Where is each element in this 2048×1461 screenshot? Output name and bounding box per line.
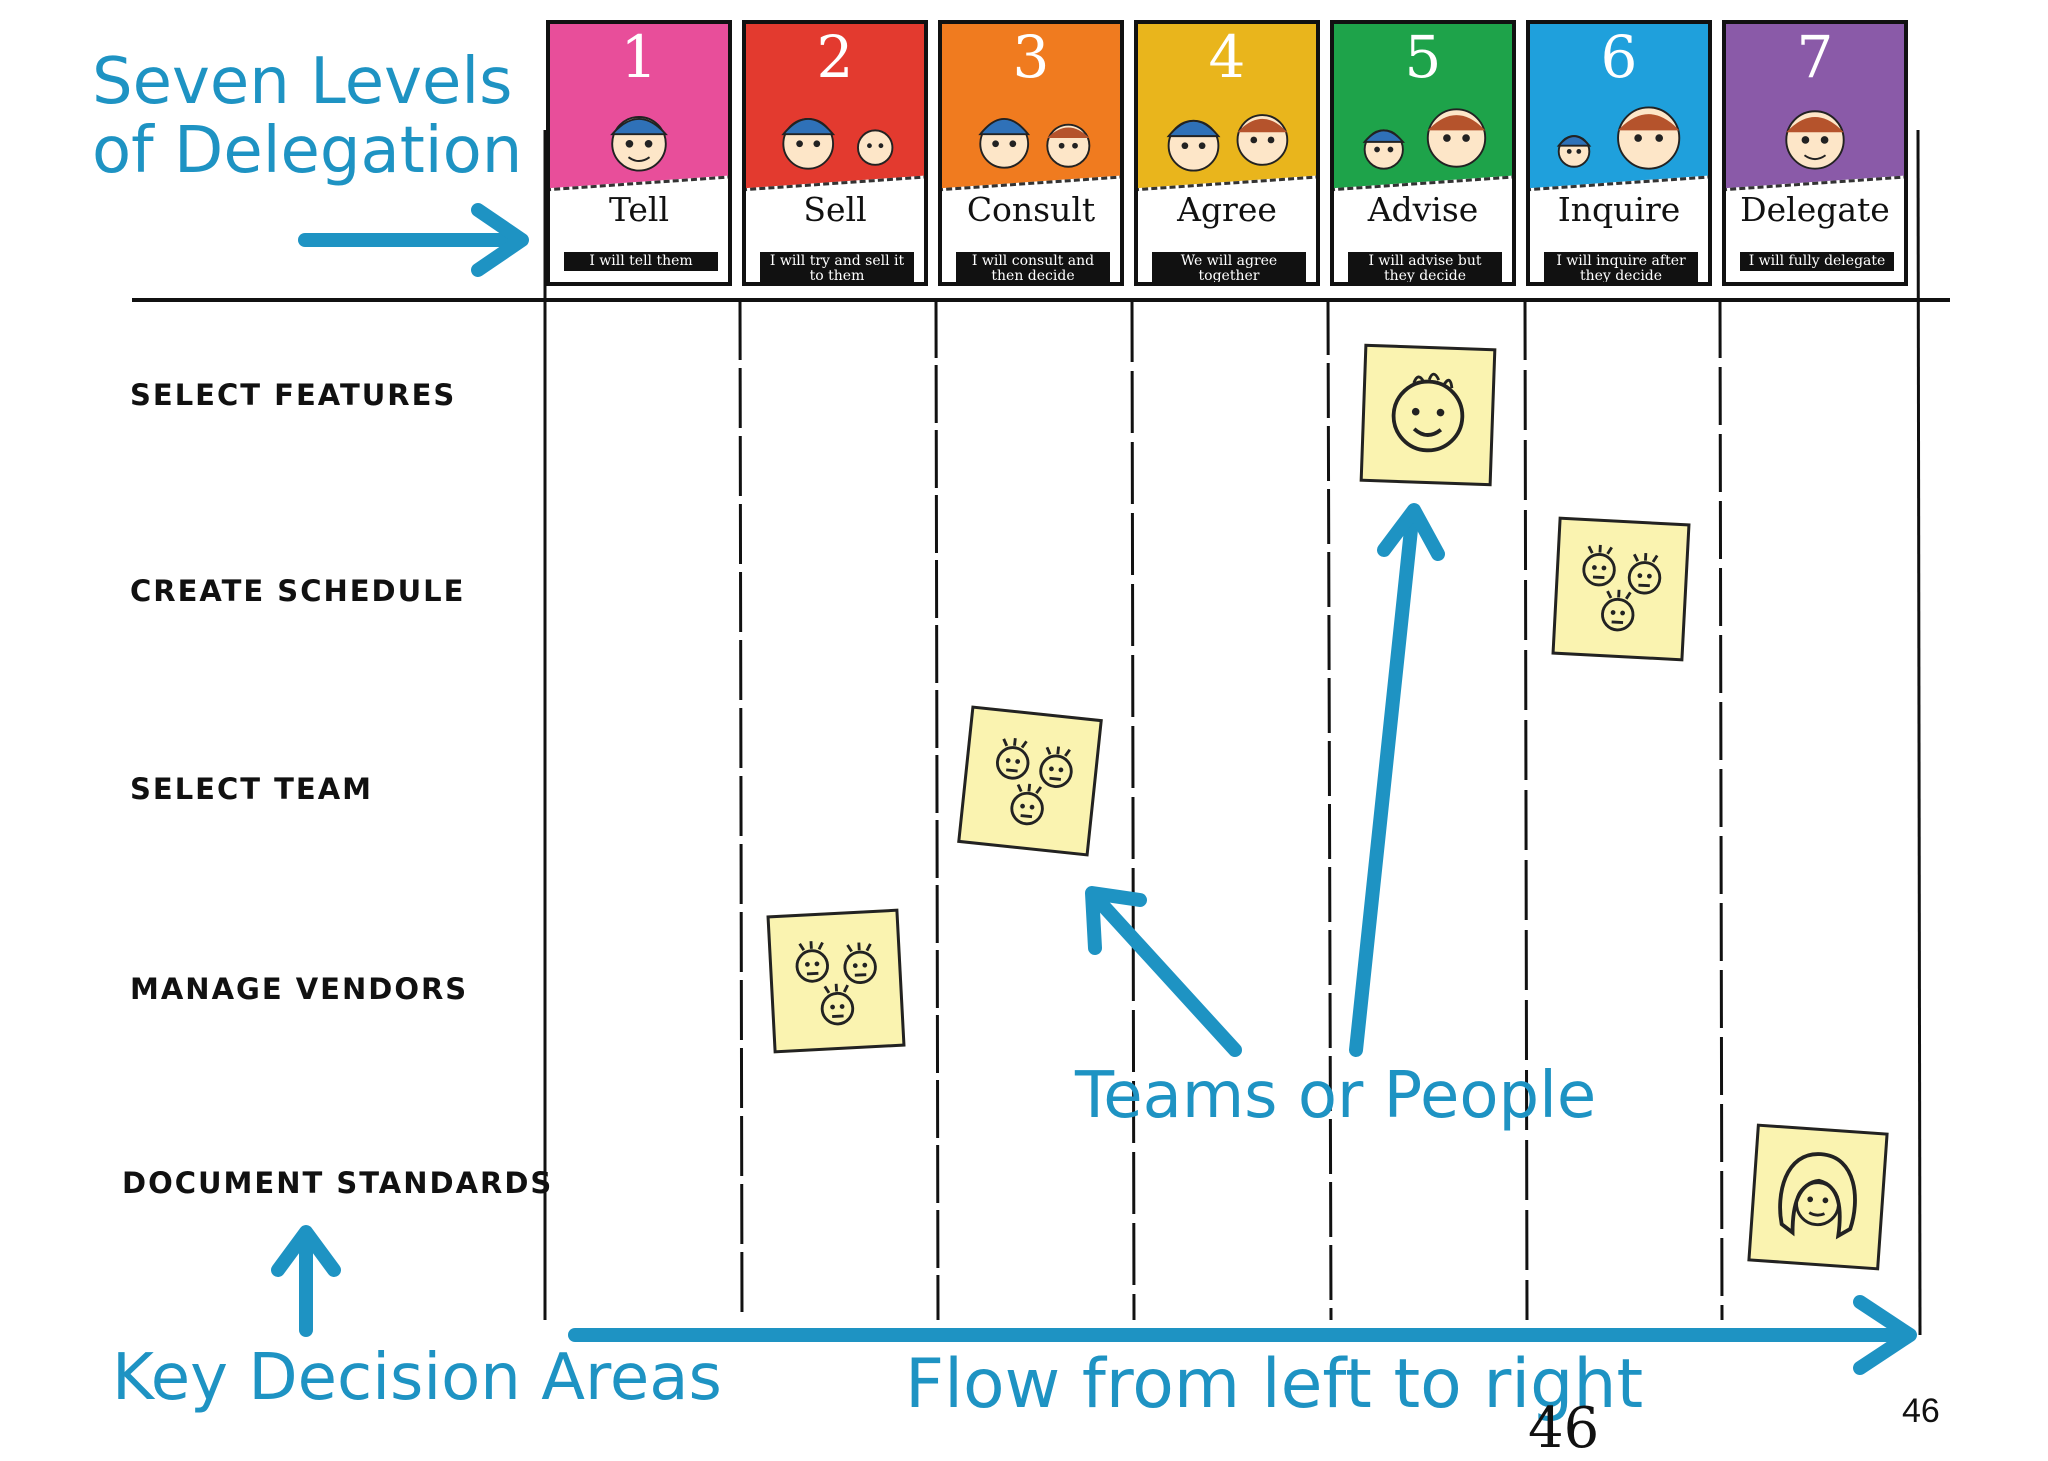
level-number: 7	[1796, 23, 1834, 91]
sticky-note-team	[957, 705, 1103, 857]
level-caption: I will consult and then decide	[956, 252, 1110, 282]
sticky-note-team	[766, 908, 906, 1054]
decision-area-create-schedule: CREATE SCHEDULE	[130, 574, 466, 608]
key-areas-arrow-head	[271, 1225, 341, 1277]
level-caption: I will try and sell it to them	[760, 252, 914, 282]
column-line-4	[1326, 299, 1333, 1321]
level-number: 3	[1012, 23, 1050, 91]
worker-face-icon	[1785, 110, 1845, 170]
level-card-2: 2 Sell I will try and sell it to them	[742, 20, 928, 286]
flow-arrow-head	[1853, 1295, 1917, 1375]
column-line-6	[1718, 299, 1724, 1321]
column-line-5	[1523, 299, 1529, 1321]
column-line-1	[738, 299, 744, 1321]
level-number: 2	[816, 23, 854, 91]
level-caption: We will agree together	[1152, 252, 1306, 282]
person-face-icon	[1778, 1152, 1857, 1240]
decision-area-document-standards: DOCUMENT STANDARDS	[122, 1166, 554, 1200]
header-baseline	[131, 296, 1951, 302]
teams-arrow-up	[1349, 513, 1419, 1057]
level-name: Advise	[1367, 190, 1479, 229]
level-card-3: 3 Consult I will consult and then decide	[938, 20, 1124, 286]
column-line-7	[1916, 129, 1922, 1336]
key-decision-areas-label: Key Decision Areas	[112, 1341, 722, 1415]
teams-arrow-up-head	[1377, 503, 1445, 561]
teams-or-people-label: Teams or People	[1075, 1059, 1597, 1133]
level-card-1: 1 Tell I will tell them	[546, 20, 732, 286]
page-number-large: 46	[1528, 1396, 1600, 1461]
column-line-2	[934, 299, 940, 1321]
level-caption: I will inquire after they decide	[1544, 252, 1698, 282]
teams-arrow-left-head	[1085, 886, 1147, 955]
sticky-note-team	[1551, 516, 1691, 662]
title-line-1: Seven Levels	[92, 45, 513, 119]
person-face-icon	[1391, 372, 1465, 453]
level-card-4: 4 Agree We will agree together	[1134, 20, 1320, 286]
boss-face-icon	[610, 116, 668, 172]
level-name: Delegate	[1740, 190, 1890, 229]
decision-area-select-features: SELECT FEATURES	[130, 378, 457, 412]
level-name: Agree	[1177, 190, 1277, 229]
title-arrow-head	[471, 203, 529, 277]
decision-area-select-team: SELECT TEAM	[130, 772, 374, 806]
level-name: Consult	[966, 190, 1096, 229]
boss-and-worker-faces-icon	[978, 118, 1091, 169]
page-number-small: 46	[1902, 1392, 1940, 1430]
column-lines	[543, 129, 1922, 1336]
team-faces-icon	[795, 941, 877, 1026]
teams-arrow-left	[1091, 893, 1242, 1057]
level-name: Inquire	[1557, 190, 1681, 229]
decision-area-manage-vendors: MANAGE VENDORS	[130, 972, 469, 1006]
level-caption: I will tell them	[564, 252, 718, 272]
level-card-7: 7 Delegate I will fully delegate	[1722, 20, 1908, 286]
level-number: 5	[1404, 23, 1442, 91]
level-card-6: 6 Inquire I will inquire after they deci…	[1526, 20, 1712, 286]
level-name: Tell	[608, 190, 670, 229]
sticky-note-single-person	[1359, 343, 1497, 487]
column-line-3	[1130, 299, 1136, 1321]
level-number: 4	[1208, 23, 1246, 91]
boss-and-worker-faces-icon	[1166, 114, 1289, 172]
level-number: 6	[1600, 23, 1638, 91]
level-card-5: 5 Advise I will advise but they decide	[1330, 20, 1516, 286]
team-faces-icon	[1582, 544, 1662, 632]
level-caption: I will advise but they decide	[1348, 252, 1502, 282]
sticky-note-single-person	[1747, 1123, 1889, 1271]
boss-and-worker-faces-icon	[1362, 108, 1487, 170]
team-faces-icon	[996, 738, 1073, 826]
title-line-2: of Delegation	[92, 114, 523, 189]
level-number: 1	[620, 23, 658, 91]
diagram-title: Seven Levels of Delegation	[92, 45, 523, 189]
level-name: Sell	[803, 190, 867, 229]
flow-label: Flow from left to right	[905, 1345, 1644, 1424]
level-caption: I will fully delegate	[1740, 252, 1894, 272]
boss-and-worker-faces-icon	[781, 117, 894, 170]
boss-and-worker-faces-icon	[1556, 106, 1681, 170]
